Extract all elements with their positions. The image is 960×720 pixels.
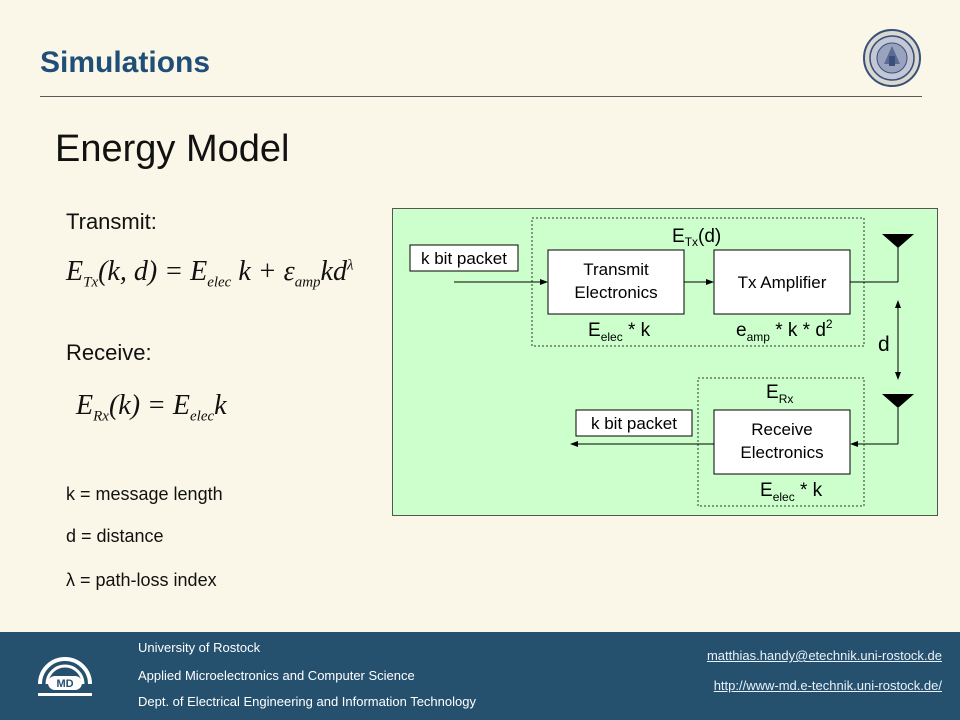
eelec-tx-label: Eelec * k (588, 320, 651, 344)
transmit-electronics-line1: Transmit (583, 260, 649, 279)
receive-equation: ERx(k) = Eeleck (76, 390, 227, 426)
page-title: Energy Model (55, 128, 290, 170)
transmit-eq-lhs: E (66, 256, 84, 287)
tx-internal-arrowhead (706, 279, 714, 285)
transmit-label: Transmit: (66, 209, 157, 234)
definition-lambda: λ = path-loss index (66, 570, 217, 590)
transmit-eq-rhs-1-sub: elec (207, 274, 232, 291)
receive-eq-rhs: = E (147, 390, 191, 421)
receive-label: Receive: (66, 340, 152, 365)
eelec-rx-label: Eelec * k (760, 480, 823, 504)
receive-eq-rhs-2: k (214, 390, 227, 421)
receive-electronics-line1: Receive (751, 420, 812, 439)
footer-department-line-2: Dept. of Electrical Engineering and Info… (138, 694, 476, 709)
rx-output-box (575, 409, 693, 437)
footer-department-line: Applied Microelectronics and Computer Sc… (138, 668, 415, 683)
transmit-eq-rhs-2-sub: amp (294, 274, 321, 291)
tx-antenna-icon (882, 234, 914, 248)
tx-input-label: k bit packet (421, 249, 507, 268)
receive-electronics-line2: Electronics (740, 443, 823, 462)
definition-k: k = message length (66, 484, 223, 504)
footer-email-link[interactable]: matthias.handy@etechnik.uni-rostock.de (706, 648, 942, 663)
slide-section-title: Simulations (40, 46, 211, 79)
etx-label: ETx(d) (672, 226, 721, 249)
md-institute-logo: MD (38, 657, 92, 696)
rx-antenna-icon (882, 394, 914, 408)
eamp-label: eamp * k * d2 (736, 317, 833, 344)
university-seal-logo (863, 29, 921, 87)
receive-group-border (697, 377, 865, 507)
transmit-eq-rhs-1: = E (164, 256, 208, 287)
tx-amplifier-box (713, 249, 851, 315)
receive-eq-lhs: E (76, 390, 94, 421)
header-divider (40, 96, 922, 97)
receive-eq-lhs-sub: Rx (93, 408, 109, 425)
transmit-eq-rhs-3: kd (320, 256, 347, 287)
transmit-eq-rhs-2: k + ε (238, 256, 295, 287)
transmit-eq-lhs-sub: Tx (83, 274, 99, 291)
receive-eq-lhs-args: (k) (108, 390, 141, 421)
svg-text:MD: MD (56, 678, 73, 690)
tx-input-arrowhead (540, 279, 548, 285)
distance-arrowhead-down (895, 372, 901, 380)
distance-arrowhead-up (895, 300, 901, 308)
energy-model-diagram: k bit packet Transmit Electronics Tx Amp… (392, 208, 938, 516)
rx-output-label: k bit packet (591, 414, 677, 433)
erx-label: ERx (766, 382, 793, 406)
footer-bar (0, 632, 960, 720)
transmit-electronics-line2: Electronics (574, 283, 657, 302)
receive-eq-rhs-sub: elec (190, 408, 215, 425)
footer-university: University of Rostock (138, 640, 261, 655)
tx-input-box (409, 244, 519, 272)
rx-output-arrowhead (570, 441, 578, 447)
transmit-eq-rhs-3-sup: λ (346, 257, 354, 274)
receive-electronics-box (713, 409, 851, 475)
tx-amplifier-label: Tx Amplifier (738, 273, 827, 292)
rx-antenna-arrowhead (850, 441, 858, 447)
footer-website-link[interactable]: http://www-md.e-technik.uni-rostock.de/ (713, 678, 942, 693)
transmit-eq-lhs-args: (k, d) (98, 256, 158, 287)
transmit-equation: ETx(k, d) = Eelec k + εampkdλ (66, 256, 353, 292)
definition-d: d = distance (66, 526, 164, 546)
distance-label: d (878, 333, 890, 356)
